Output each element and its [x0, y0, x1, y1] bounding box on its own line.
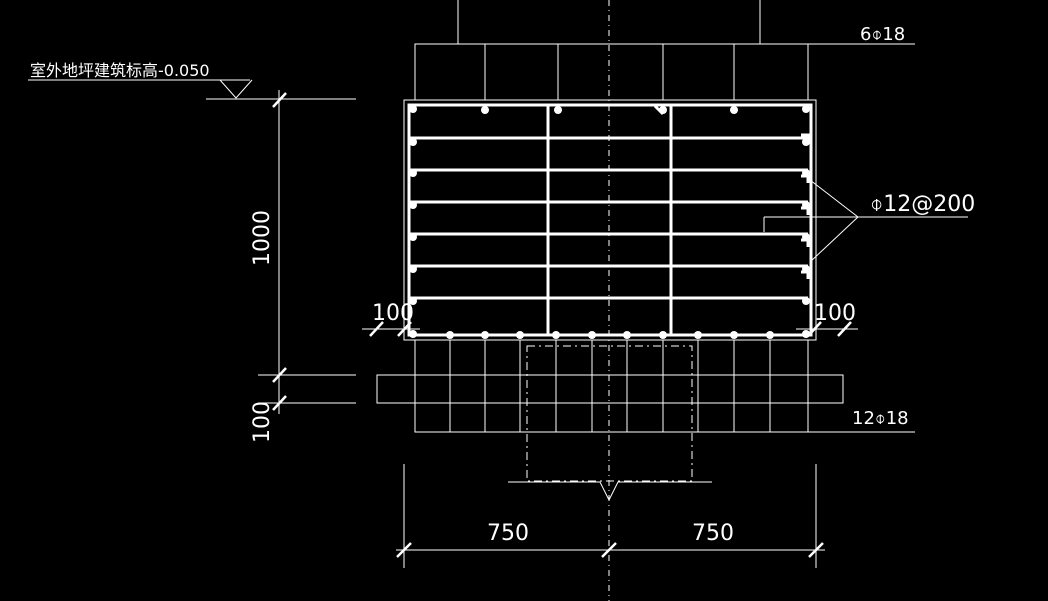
cover-dimensions	[362, 321, 858, 337]
dim-base-text: 100	[250, 401, 275, 443]
stirrup-leader	[763, 179, 968, 263]
hidden-pile	[508, 345, 712, 502]
horizontal-dimension	[396, 464, 825, 568]
stirrup-label: ⌽12@200	[870, 192, 975, 217]
top-bars-label: 6⌽18	[860, 24, 905, 45]
dim-cover-right-text: 100	[814, 301, 856, 326]
column-above	[414, 0, 915, 100]
stirrup-cage	[407, 103, 813, 337]
dim-width-right-text: 750	[692, 521, 734, 546]
vertical-dimension	[258, 90, 356, 414]
dim-height-text: 1000	[250, 210, 275, 266]
ground-elevation-note: 室外地坪建筑标高-0.050	[30, 61, 210, 80]
side-rebars	[409, 138, 810, 305]
dim-width-left-text: 750	[487, 521, 529, 546]
top-rebars	[409, 105, 810, 114]
bottom-rebars	[409, 330, 810, 339]
beam-outline	[403, 99, 817, 341]
base-cushion	[376, 374, 844, 404]
bottom-bars-label: 12⌽18	[852, 408, 909, 429]
bottom-bar-leaders	[414, 340, 915, 433]
dim-cover-left-text: 100	[372, 301, 414, 326]
ground-elevation-marker	[28, 79, 356, 100]
